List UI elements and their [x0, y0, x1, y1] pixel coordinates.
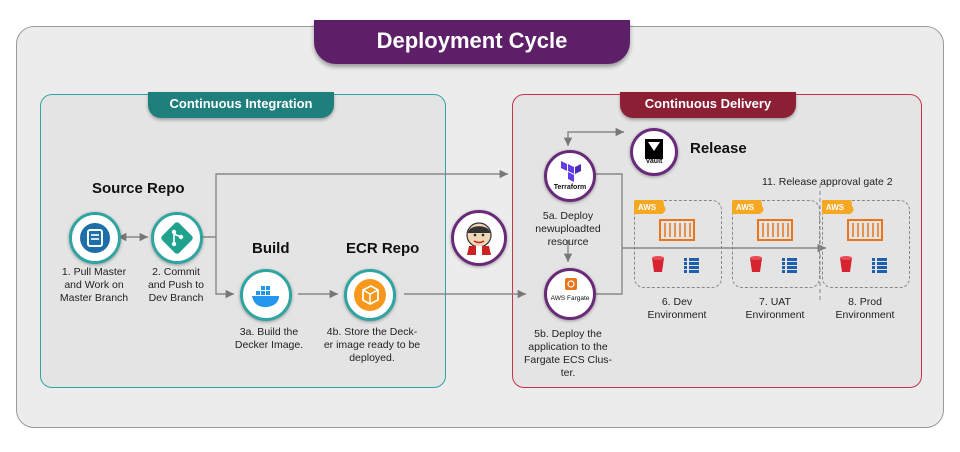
env6-caption: 6. Dev Environment — [637, 296, 717, 322]
list-icon — [782, 258, 797, 273]
step5b-line: 5b. Deploy the — [534, 328, 602, 340]
env6-line: 6. Dev — [661, 296, 693, 308]
env8-caption: 8. Prod Environment — [825, 296, 905, 322]
step1-line: 1. Pull Master — [61, 266, 127, 278]
env8-line: Environment — [835, 309, 895, 321]
env8-line: 8. Prod — [848, 296, 882, 308]
step1-line: and Work on — [64, 279, 124, 291]
step1-line: Master Branch — [59, 292, 129, 304]
source-repo-heading: Source Repo — [92, 180, 185, 197]
ci-section-label: Continuous Integration — [148, 92, 334, 118]
fargate-icon — [565, 278, 577, 290]
step5a-line: 5a. Deploy — [542, 210, 594, 222]
step3a-caption: 3a. Build the Decker Image. — [222, 326, 316, 352]
git-branch-icon — [161, 222, 193, 254]
aws-badge-text: AWS — [826, 203, 845, 212]
connector-2-terraform — [200, 169, 508, 238]
step5a-caption: 5a. Deploy newuploadted resource — [520, 210, 616, 249]
step2-line: and Push to — [147, 279, 205, 291]
commit-push-node — [151, 212, 203, 264]
prod-env-graphic: AWS — [818, 194, 887, 273]
dev-env-graphic: AWS — [630, 194, 699, 273]
terraform-label: Terraform — [553, 184, 587, 191]
step5a-line: newuploadted — [535, 223, 601, 235]
connector-2-build — [215, 237, 234, 299]
docker-icon — [252, 286, 279, 307]
aws-badge-text: AWS — [736, 203, 755, 212]
uat-environment-icons: AWS — [728, 194, 822, 295]
bucket-icon — [840, 256, 852, 272]
uat-environment-box — [732, 200, 820, 288]
step5b-line: application to the — [528, 341, 608, 353]
build-heading: Build — [252, 240, 290, 257]
jenkins-icon — [466, 222, 492, 255]
step2-caption: 2. Commit and Push to Dev Branch — [130, 266, 222, 305]
list-icon — [872, 258, 887, 273]
pull-master-node — [69, 212, 121, 264]
env7-line: 7. UAT — [759, 296, 791, 308]
step4b-caption: 4b. Store the Deck- er image ready to be… — [320, 326, 424, 365]
step2-line: Dev Branch — [148, 292, 204, 304]
container-icon — [847, 219, 883, 241]
terraform-node: Terraform — [544, 150, 596, 202]
fargate-label: AWS Fargate — [550, 295, 590, 302]
step1-caption: 1. Pull Master and Work on Master Branch — [48, 266, 140, 305]
bucket-icon — [652, 256, 664, 272]
build-image-node — [240, 269, 292, 321]
env7-line: Environment — [745, 309, 805, 321]
cd-section-label: Continuous Delivery — [620, 92, 796, 118]
fargate-node: AWS Fargate — [544, 268, 596, 320]
bucket-icon — [750, 256, 762, 272]
step5b-caption: 5b. Deploy the application to the Fargat… — [518, 328, 618, 380]
dev-environment-box — [634, 200, 722, 288]
git-repo-icon — [80, 223, 110, 253]
terraform-icon — [561, 161, 581, 182]
step3a-line: Decker Image. — [234, 339, 304, 351]
aws-cloud-icon — [818, 194, 854, 214]
step4b-line: deployed. — [349, 352, 395, 364]
step4b-line: er image ready to be — [323, 339, 421, 351]
step4b-line: 4b. Store the Deck- — [326, 326, 418, 338]
step5b-line: Fargate ECS Clus- — [523, 354, 613, 366]
aws-cloud-icon — [630, 194, 666, 214]
prod-environment-icons: AWS — [818, 194, 912, 295]
vault-node: Vault — [630, 128, 678, 176]
connector-rail — [596, 173, 623, 295]
list-icon — [684, 258, 699, 273]
release-heading: Release — [690, 140, 747, 157]
step3a-line: 3a. Build the — [239, 326, 299, 338]
step5b-line: ter. — [560, 367, 576, 379]
vault-label: Vault — [645, 158, 663, 165]
diagram-title: Deployment Cycle — [314, 20, 630, 64]
step2-line: 2. Commit — [152, 266, 200, 278]
uat-env-graphic: AWS — [728, 194, 797, 273]
vault-icon — [645, 139, 663, 159]
env7-caption: 7. UAT Environment — [735, 296, 815, 322]
container-icon — [757, 219, 793, 241]
aws-badge-text: AWS — [638, 203, 657, 212]
jenkins-node — [451, 210, 507, 266]
ecr-store-node — [344, 269, 396, 321]
approval-gate-label: 11. Release approval gate 2 — [762, 176, 893, 188]
ecr-icon — [354, 279, 386, 311]
aws-cloud-icon — [728, 194, 764, 214]
container-icon — [659, 219, 695, 241]
dev-environment-icons: AWS — [630, 194, 724, 295]
step5a-line: resource — [547, 236, 589, 248]
env6-line: Environment — [647, 309, 707, 321]
connector-release — [563, 127, 624, 146]
ecr-repo-heading: ECR Repo — [346, 240, 420, 257]
prod-environment-box — [822, 200, 910, 288]
